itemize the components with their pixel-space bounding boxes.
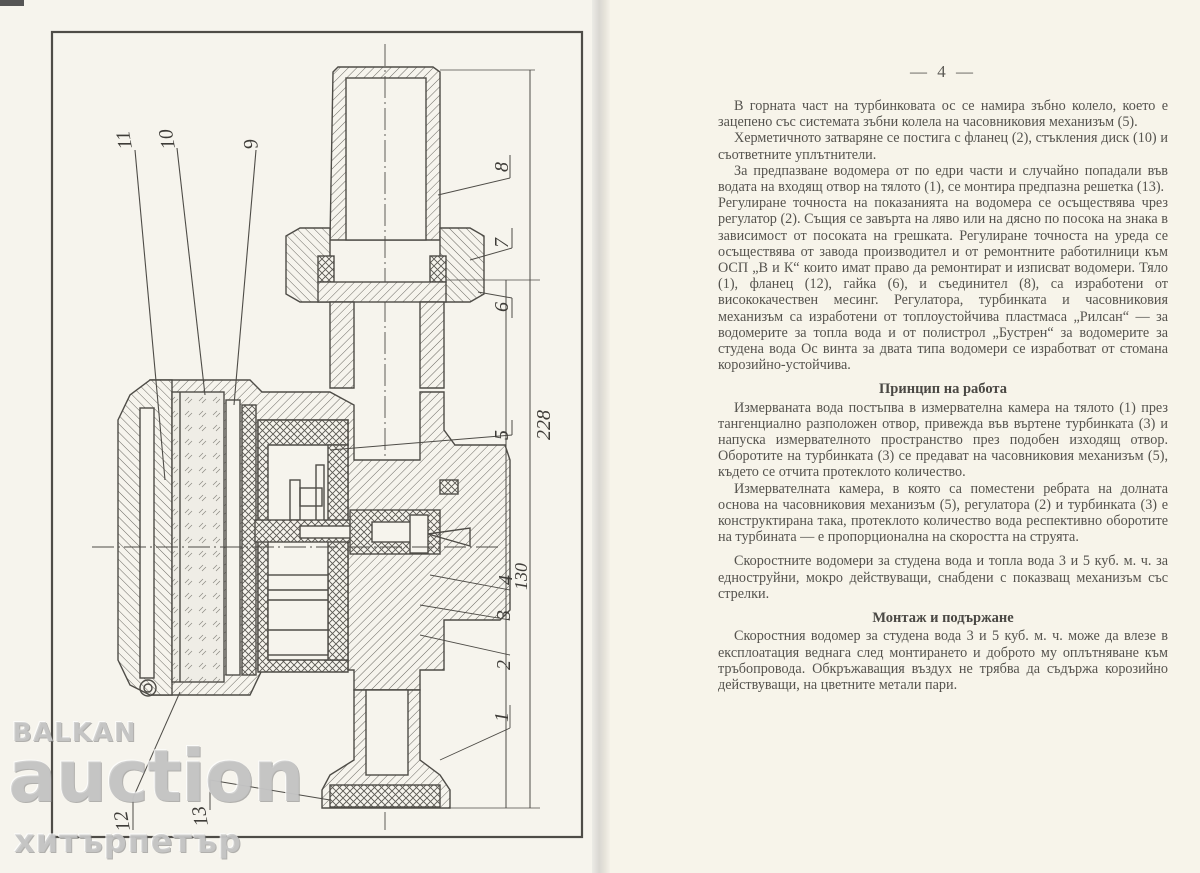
paragraph: В горната част на турбинковата ос се нам… bbox=[718, 98, 1168, 131]
body-text: В горната част на турбинковата ос се нам… bbox=[718, 98, 1168, 693]
callout-4: 4 bbox=[495, 575, 517, 585]
paragraph: Скоростния водомер за студена вода 3 и 5… bbox=[718, 628, 1168, 693]
scan-edge bbox=[0, 0, 24, 6]
right-page bbox=[604, 0, 1200, 873]
callout-13: 13 bbox=[188, 804, 213, 828]
watermark-auction: auction bbox=[8, 734, 304, 818]
paragraph: Херметичното затваряне се постига с флан… bbox=[718, 130, 1168, 163]
callout-7: 7 bbox=[491, 237, 513, 248]
callout-6: 6 bbox=[491, 302, 513, 312]
watermark-site: хитърпетър bbox=[14, 822, 242, 860]
page-number: — 4 — bbox=[910, 62, 976, 81]
paragraph: Измервателната камера, в която са помест… bbox=[718, 480, 1168, 546]
paragraph: Скоростните водомери за студена вода и т… bbox=[718, 553, 1168, 602]
dimension-130: 130 bbox=[511, 563, 531, 590]
callout-12: 12 bbox=[110, 809, 135, 833]
callout-9: 9 bbox=[240, 137, 263, 151]
paragraph: Измерваната вода постъпва в измервателна… bbox=[718, 399, 1168, 481]
paragraph: За предпазване водомера от по едри части… bbox=[718, 162, 1168, 196]
callout-2: 2 bbox=[493, 660, 515, 670]
paragraph: Регулиране точноста на показанията на во… bbox=[718, 195, 1168, 374]
callout-3: 3 bbox=[493, 610, 515, 621]
page-fold bbox=[592, 0, 610, 873]
callout-5: 5 bbox=[491, 430, 513, 440]
water-meter-cross-section-drawing: 11 10 9 8 7 6 5 4 3 2 1 12 13 228 130 bbox=[50, 30, 584, 839]
callout-11: 11 bbox=[112, 129, 137, 151]
watermark-balkan: BALKAN bbox=[12, 718, 137, 748]
section-heading-installation: Монтаж и подържане bbox=[872, 610, 1014, 627]
section-heading-principle: Принцип на работа bbox=[879, 381, 1007, 398]
callout-10: 10 bbox=[155, 127, 180, 151]
callout-1: 1 bbox=[491, 712, 513, 722]
callout-8: 8 bbox=[491, 162, 513, 172]
dimension-228: 228 bbox=[533, 410, 555, 440]
